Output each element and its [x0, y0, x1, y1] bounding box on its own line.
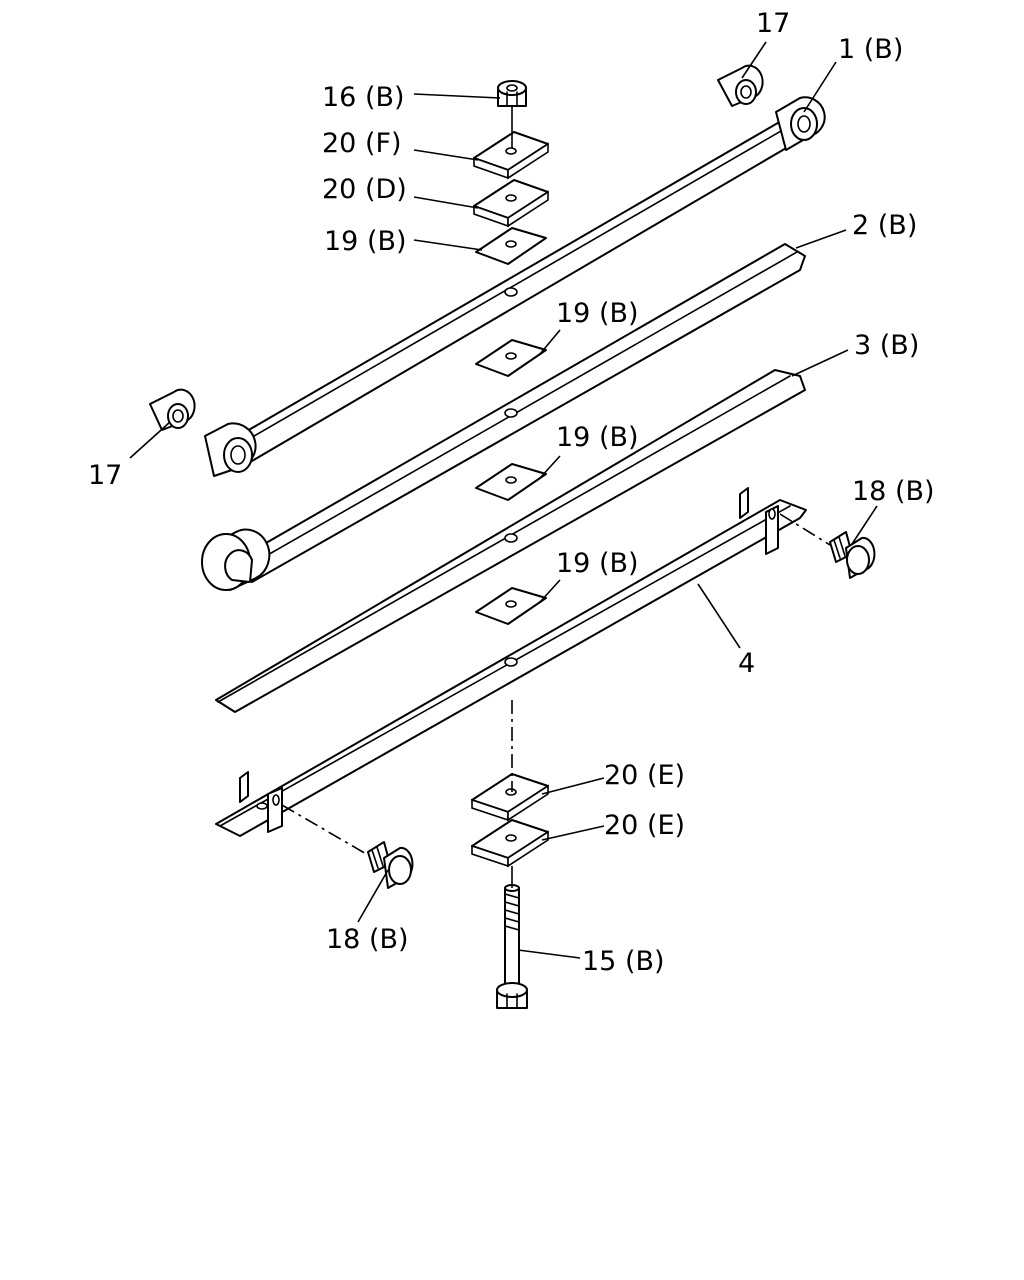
- callout-17-left: 17: [88, 460, 122, 491]
- callout-labels: 17 1 (B) 16 (B) 20 (F) 20 (D) 19 (B) 2 (…: [88, 8, 935, 977]
- callout-1b: 1 (B): [838, 34, 903, 65]
- bushing-17-left: [149, 388, 196, 431]
- callout-16b: 16 (B): [322, 82, 405, 113]
- callout-19b-3: 19 (B): [556, 422, 639, 453]
- leaf-part-4: [215, 487, 807, 837]
- spacer-plates-19b: [475, 227, 547, 625]
- callout-20e-1: 20 (E): [604, 760, 685, 791]
- callout-20d: 20 (D): [322, 174, 407, 205]
- leaf-part-2: [201, 243, 806, 591]
- callout-2b: 2 (B): [852, 210, 917, 241]
- callout-20e-2: 20 (E): [604, 810, 685, 841]
- bolt-18b-right: [829, 531, 876, 579]
- nut-16b: [497, 80, 527, 107]
- callout-18b-left: 18 (B): [326, 924, 409, 955]
- assembly-lines: [281, 106, 831, 888]
- callout-20f: 20 (F): [322, 128, 402, 159]
- leader-lines: [129, 41, 878, 959]
- callout-19b-2: 19 (B): [556, 298, 639, 329]
- bushing-17-top: [717, 64, 764, 107]
- callout-4: 4: [738, 648, 755, 679]
- bolt-18b-left: [367, 841, 414, 889]
- callout-19b-4: 19 (B): [556, 548, 639, 579]
- bottom-pads-20e: [471, 773, 549, 868]
- callout-15b: 15 (B): [582, 946, 665, 977]
- top-pads-20f-20d: [473, 131, 549, 228]
- callout-3b: 3 (B): [854, 330, 919, 361]
- center-bolt-15b: [496, 884, 528, 1009]
- callout-18b-right: 18 (B): [852, 476, 935, 507]
- main-leaf-part-1: [204, 96, 826, 477]
- callout-17-top: 17: [756, 8, 790, 39]
- callout-19b-1: 19 (B): [324, 226, 407, 257]
